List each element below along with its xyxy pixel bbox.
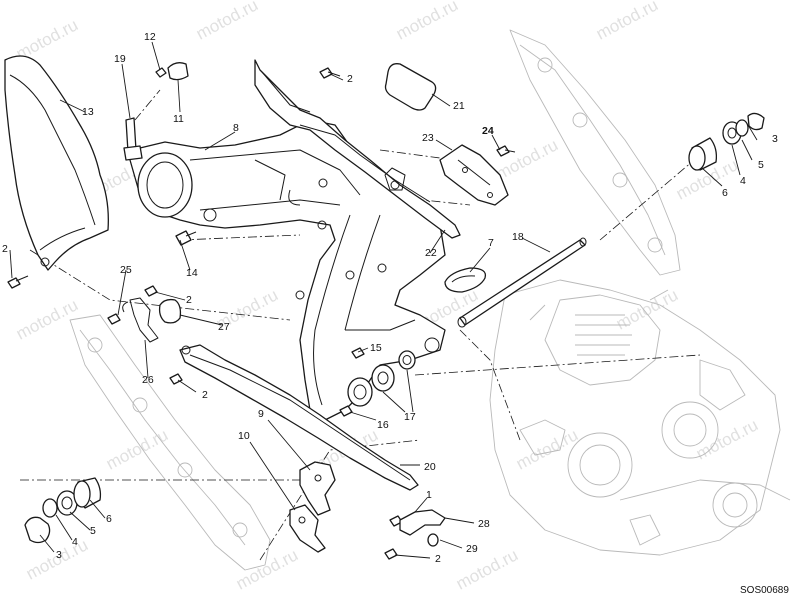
callout-3-right: 3 bbox=[772, 133, 778, 145]
callout-21: 21 bbox=[453, 100, 465, 112]
ghost-rear-plate bbox=[509, 29, 681, 276]
spring-26 bbox=[122, 297, 159, 343]
callout-26: 26 bbox=[142, 374, 154, 386]
watermark-text: motod.ru bbox=[393, 0, 461, 44]
callout-15: 15 bbox=[370, 342, 382, 354]
watermark-text: motod.ru bbox=[593, 0, 661, 44]
right-bearing-stack bbox=[688, 112, 765, 171]
callout-16: 16 bbox=[377, 419, 389, 431]
callout-25: 25 bbox=[120, 264, 132, 276]
callout-9: 9 bbox=[258, 408, 264, 420]
bracket-10 bbox=[289, 504, 326, 553]
pivot-shaft bbox=[457, 237, 587, 328]
callout-labels: 12 19 11 13 8 2 21 23 24 22 7 18 3 5 4 6… bbox=[2, 31, 778, 565]
callout-23: 23 bbox=[422, 132, 434, 144]
chain-slider bbox=[254, 59, 461, 239]
lower-chain-guide bbox=[179, 344, 419, 491]
callout-3-left: 3 bbox=[56, 549, 62, 561]
callout-22: 22 bbox=[425, 247, 437, 259]
callout-2-left: 2 bbox=[2, 243, 8, 255]
callout-20: 20 bbox=[424, 461, 436, 473]
screws bbox=[7, 67, 516, 560]
ghost-left-plate bbox=[69, 314, 271, 571]
cover-23 bbox=[439, 144, 509, 206]
left-bearing-stack bbox=[24, 477, 102, 544]
rubber-27 bbox=[158, 298, 182, 324]
watermark-text: motod.ru bbox=[453, 545, 521, 593]
bracket-28 bbox=[399, 509, 446, 547]
long-bolt-19 bbox=[123, 117, 143, 161]
watermark-text: motod.ru bbox=[13, 295, 81, 343]
callout-27: 27 bbox=[218, 321, 230, 333]
watermark-text: motod.ru bbox=[513, 425, 581, 473]
leader-lines bbox=[9, 41, 758, 559]
clip-11 bbox=[167, 62, 189, 81]
callout-4-left: 4 bbox=[72, 536, 78, 548]
callout-2-low: 2 bbox=[202, 389, 208, 401]
callout-6-right: 6 bbox=[722, 187, 728, 199]
callout-2-top: 2 bbox=[347, 73, 353, 85]
bracket-9 bbox=[299, 461, 336, 516]
callout-12: 12 bbox=[144, 31, 156, 43]
spacer-ring-7 bbox=[444, 267, 487, 293]
callout-29: 29 bbox=[466, 543, 478, 555]
callout-24: 24 bbox=[482, 125, 494, 137]
callout-8: 8 bbox=[233, 122, 239, 134]
watermark-text: motod.ru bbox=[493, 135, 561, 183]
watermark-text: motod.ru bbox=[103, 425, 171, 473]
callout-1: 1 bbox=[426, 489, 432, 501]
bushings-17 bbox=[347, 350, 416, 407]
watermark-text: motod.ru bbox=[233, 545, 301, 593]
callout-13: 13 bbox=[82, 106, 94, 118]
callout-14: 14 bbox=[186, 267, 198, 279]
rear-hugger bbox=[4, 55, 109, 271]
sticker-21 bbox=[384, 63, 437, 111]
callout-5-right: 5 bbox=[758, 159, 764, 171]
callout-10: 10 bbox=[238, 430, 250, 442]
callout-5-left: 5 bbox=[90, 525, 96, 537]
callout-2-bottom: 2 bbox=[435, 553, 441, 565]
callout-28: 28 bbox=[478, 518, 490, 530]
callout-4-right: 4 bbox=[740, 175, 746, 187]
callout-18: 18 bbox=[512, 231, 524, 243]
callout-2-mid: 2 bbox=[186, 294, 192, 306]
callout-7: 7 bbox=[488, 237, 494, 249]
callout-11: 11 bbox=[173, 113, 184, 125]
callout-6-left: 6 bbox=[106, 513, 112, 525]
watermark-text: motod.ru bbox=[193, 0, 261, 44]
watermark-text: motod.ru bbox=[613, 285, 681, 333]
drawing-code: SOS00689 bbox=[740, 585, 789, 596]
callout-17: 17 bbox=[404, 411, 416, 423]
callout-19: 19 bbox=[114, 53, 126, 65]
ghost-engine bbox=[489, 279, 791, 556]
